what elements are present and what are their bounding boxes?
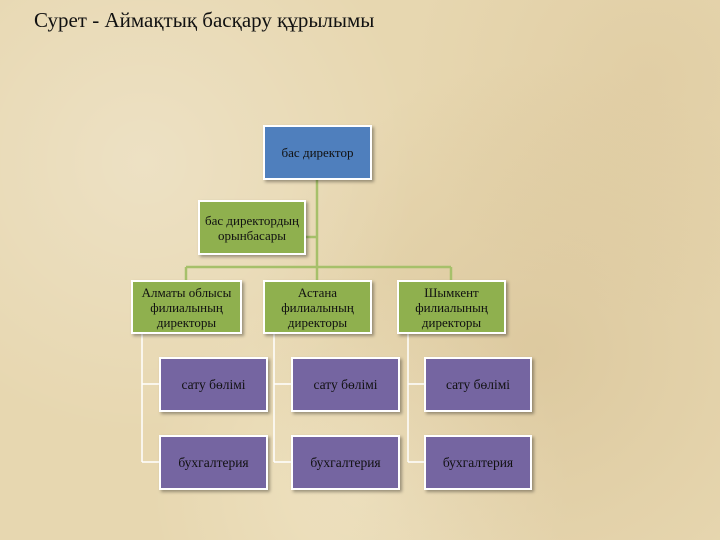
node-astana-accounting: бухгалтерия	[291, 435, 400, 490]
diagram-title: Сурет - Аймақтық басқару құрылымы	[34, 8, 375, 32]
node-shymkent-accounting-label: бухгалтерия	[442, 455, 514, 470]
node-ceo-label: бас директор	[281, 145, 354, 160]
node-branch-shymkent-label: Шымкент филиалының директоры	[415, 284, 488, 330]
node-astana-sales-label: сату бөлімі	[313, 377, 378, 392]
node-branch-shymkent: Шымкент филиалының директоры	[397, 280, 506, 334]
node-branch-astana-label: Астана филиалының директоры	[281, 284, 354, 330]
node-almaty-accounting: бухгалтерия	[159, 435, 268, 490]
node-branch-almaty: Алматы облысы филиалының директоры	[131, 280, 242, 334]
node-branch-astana: Астана филиалының директоры	[263, 280, 372, 334]
node-almaty-accounting-label: бухгалтерия	[178, 455, 249, 470]
node-deputy-label: бас директордың орынбасары	[204, 212, 300, 243]
node-ceo: бас директор	[263, 125, 372, 180]
node-almaty-sales-label: сату бөлімі	[181, 377, 246, 392]
node-shymkent-accounting: бухгалтерия	[424, 435, 532, 490]
node-almaty-sales: сату бөлімі	[159, 357, 268, 412]
node-astana-accounting-label: бухгалтерия	[310, 455, 381, 470]
node-shymkent-sales-label: сату бөлімі	[445, 377, 511, 392]
node-branch-almaty-label: Алматы облысы филиалының директоры	[141, 284, 232, 330]
node-shymkent-sales: сату бөлімі	[424, 357, 532, 412]
node-deputy: бас директордың орынбасары	[198, 200, 306, 255]
node-astana-sales: сату бөлімі	[291, 357, 400, 412]
